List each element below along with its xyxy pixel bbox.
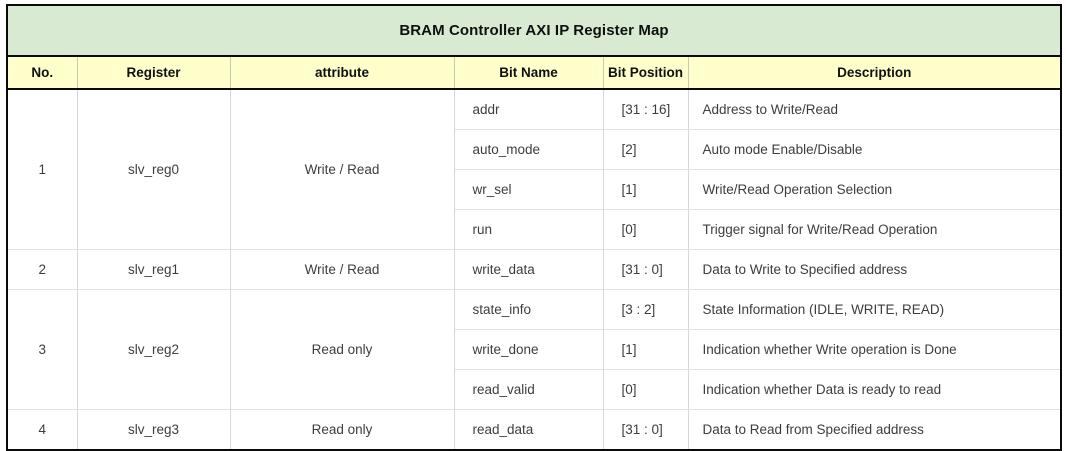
cell-bit-position: [31 : 16]	[603, 89, 689, 130]
cell-description: Address to Write/Read	[688, 89, 1061, 130]
cell-bit-name: read_valid	[454, 369, 604, 410]
register-map-page: BRAM Controller AXI IP Register Map No. …	[6, 4, 1062, 451]
column-header-bit-position: Bit Position	[603, 56, 689, 90]
cell-bit-position: [0]	[603, 209, 689, 250]
cell-attribute: Read only	[230, 409, 455, 450]
cell-attribute: Read only	[230, 289, 455, 410]
cell-bit-name: state_info	[454, 289, 604, 330]
cell-register: slv_reg3	[77, 409, 231, 450]
column-header-register: Register	[77, 56, 231, 90]
cell-description: Data to Read from Specified address	[688, 409, 1061, 450]
cell-bit-position: [0]	[603, 369, 689, 410]
cell-bit-name: auto_mode	[454, 129, 604, 170]
cell-description: Write/Read Operation Selection	[688, 169, 1061, 210]
cell-register: slv_reg1	[77, 249, 231, 290]
table-row: auto_mode[2]Auto mode Enable/Disable	[7, 129, 1061, 170]
cell-bit-name: write_data	[454, 249, 604, 290]
table-title-row: BRAM Controller AXI IP Register Map	[7, 5, 1061, 57]
table-title: BRAM Controller AXI IP Register Map	[7, 5, 1061, 57]
table-row: read_valid[0]Indication whether Data is …	[7, 369, 1061, 410]
cell-bit-name: run	[454, 209, 604, 250]
cell-bit-name: addr	[454, 89, 604, 130]
cell-no: 2	[7, 249, 78, 290]
cell-description: Auto mode Enable/Disable	[688, 129, 1061, 170]
cell-bit-name: write_done	[454, 329, 604, 370]
cell-bit-position: [31 : 0]	[603, 249, 689, 290]
cell-bit-name: read_data	[454, 409, 604, 450]
cell-no: 3	[7, 289, 78, 410]
cell-bit-position: [3 : 2]	[603, 289, 689, 330]
column-header-no: No.	[7, 56, 78, 90]
cell-bit-name: wr_sel	[454, 169, 604, 210]
cell-bit-position: [1]	[603, 169, 689, 210]
cell-attribute: Write / Read	[230, 89, 455, 250]
cell-description: Trigger signal for Write/Read Operation	[688, 209, 1061, 250]
cell-bit-position: [31 : 0]	[603, 409, 689, 450]
register-map-table: BRAM Controller AXI IP Register Map No. …	[6, 4, 1062, 451]
cell-bit-position: [1]	[603, 329, 689, 370]
column-header-attribute: attribute	[230, 56, 455, 90]
cell-register: slv_reg0	[77, 89, 231, 250]
table-header-row: No. Register attribute Bit Name Bit Posi…	[7, 56, 1061, 90]
column-header-bit-name: Bit Name	[454, 56, 604, 90]
column-header-description: Description	[688, 56, 1061, 90]
cell-register: slv_reg2	[77, 289, 231, 410]
table-row: write_done[1]Indication whether Write op…	[7, 329, 1061, 370]
cell-attribute: Write / Read	[230, 249, 455, 290]
cell-no: 1	[7, 89, 78, 250]
cell-description: Indication whether Data is ready to read	[688, 369, 1061, 410]
cell-no: 4	[7, 409, 78, 450]
cell-description: Data to Write to Specified address	[688, 249, 1061, 290]
cell-bit-position: [2]	[603, 129, 689, 170]
table-row: wr_sel[1]Write/Read Operation Selection	[7, 169, 1061, 210]
table-row: run[0]Trigger signal for Write/Read Oper…	[7, 209, 1061, 250]
cell-description: Indication whether Write operation is Do…	[688, 329, 1061, 370]
table-head: BRAM Controller AXI IP Register Map No. …	[7, 5, 1061, 90]
cell-description: State Information (IDLE, WRITE, READ)	[688, 289, 1061, 330]
